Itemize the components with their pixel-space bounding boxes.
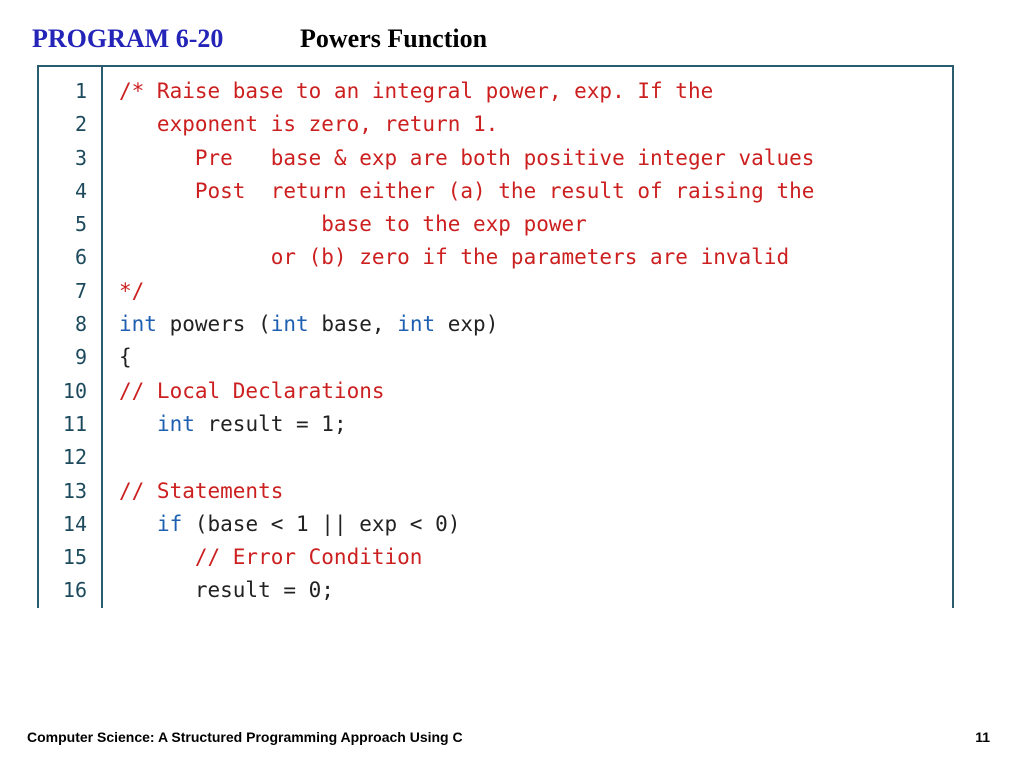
code-token-plain: base, [308,312,398,337]
code-line: 6 or (b) zero if the parameters are inva… [37,241,952,274]
code-token-plain [119,512,157,536]
program-label: PROGRAM 6-20 [32,24,224,53]
code-line: 12 [37,441,952,474]
code-line: 4 Post return either (a) the result of r… [37,175,952,208]
code-line: 13 // Statements [37,475,952,508]
line-number: 10 [62,378,87,403]
code-token-plain: (base < 1 || exp < 0) [182,511,461,536]
code-token-keyword: int [270,312,309,337]
page-number: 11 [975,729,990,745]
code-text: // Local Declarations [119,375,385,408]
code-token-comment: /* Raise base to an integral power, exp.… [119,79,714,103]
line-number: 12 [62,445,87,470]
line-number: 15 [62,545,87,570]
code-token-keyword: int [156,411,195,436]
code-text: Pre base & exp are both positive integer… [119,142,815,175]
code-line: 2 exponent is zero, return 1. [37,108,952,141]
code-line: 5 base to the exp power [37,208,952,241]
code-text: exponent is zero, return 1. [119,108,498,141]
line-number: 2 [74,112,87,137]
line-number: 13 [62,478,87,503]
line-number-divider [101,65,103,608]
code-line: 3 Pre base & exp are both positive integ… [37,142,952,175]
line-number: 1 [74,79,87,103]
code-token-comment: // Local Declarations [119,378,385,403]
line-number: 16 [62,578,87,603]
code-token-plain: exp) [435,312,499,337]
code-token-comment: exponent is zero, return 1. [119,112,499,137]
line-number: 5 [74,212,87,237]
code-text: int powers (int base, int exp) [119,308,498,341]
code-text: // Statements [119,475,283,508]
code-line: 11 int result = 1; [37,408,952,441]
slide-title: PROGRAM 6-20 Powers Function [32,24,487,54]
code-text: { [119,341,132,374]
code-token-plain [119,412,157,436]
footer-book-title: Computer Science: A Structured Programmi… [27,729,463,745]
code-text: result = 0; [119,574,334,607]
code-token-plain: result = 1; [194,411,347,436]
code-text: int result = 1; [119,408,347,441]
code-token-keyword: int [397,312,436,337]
line-number: 11 [62,411,87,436]
code-text: // Error Condition [119,541,423,574]
code-token-comment: // Statements [119,478,284,503]
line-number: 3 [74,145,87,170]
code-line: 9{ [37,341,952,374]
code-token-plain: powers ( [156,312,271,337]
line-number: 14 [62,511,87,536]
code-listing-box [37,65,954,608]
code-line: 10 // Local Declarations [37,375,952,408]
code-line: 14 if (base < 1 || exp < 0) [37,508,952,541]
line-number: 7 [74,278,87,303]
code-listing: 1 /* Raise base to an integral power, exp… [37,75,952,608]
code-token-comment: Post return either (a) the result of rai… [119,178,815,203]
code-token-keyword: int [119,312,157,337]
line-number: 6 [74,245,87,270]
code-token-comment: // Error Condition [119,545,423,570]
code-token-keyword: if [156,511,183,536]
code-line: 16 result = 0; [37,574,952,607]
code-token-plain: { [119,345,132,370]
line-number: 4 [74,178,87,203]
program-name: Powers Function [300,24,488,53]
code-text: base to the exp power [119,208,587,241]
line-number: 9 [74,345,87,370]
code-text: Post return either (a) the result of rai… [119,175,815,208]
code-token-comment: base to the exp power [119,212,587,237]
code-token-comment: or (b) zero if the parameters are invali… [119,245,790,270]
code-line: 15 // Error Condition [37,541,952,574]
code-token-comment: Pre base & exp are both positive integer… [119,145,815,170]
code-line: 7 */ [37,275,952,308]
code-text: /* Raise base to an integral power, exp.… [119,75,713,108]
code-text: or (b) zero if the parameters are invali… [119,241,789,274]
code-token-comment: */ [119,278,145,303]
code-token-plain: result = 0; [119,578,334,603]
code-line: 1 /* Raise base to an integral power, exp… [37,75,952,108]
code-text: if (base < 1 || exp < 0) [119,508,460,541]
line-number: 8 [74,312,87,337]
code-text: */ [119,275,144,308]
